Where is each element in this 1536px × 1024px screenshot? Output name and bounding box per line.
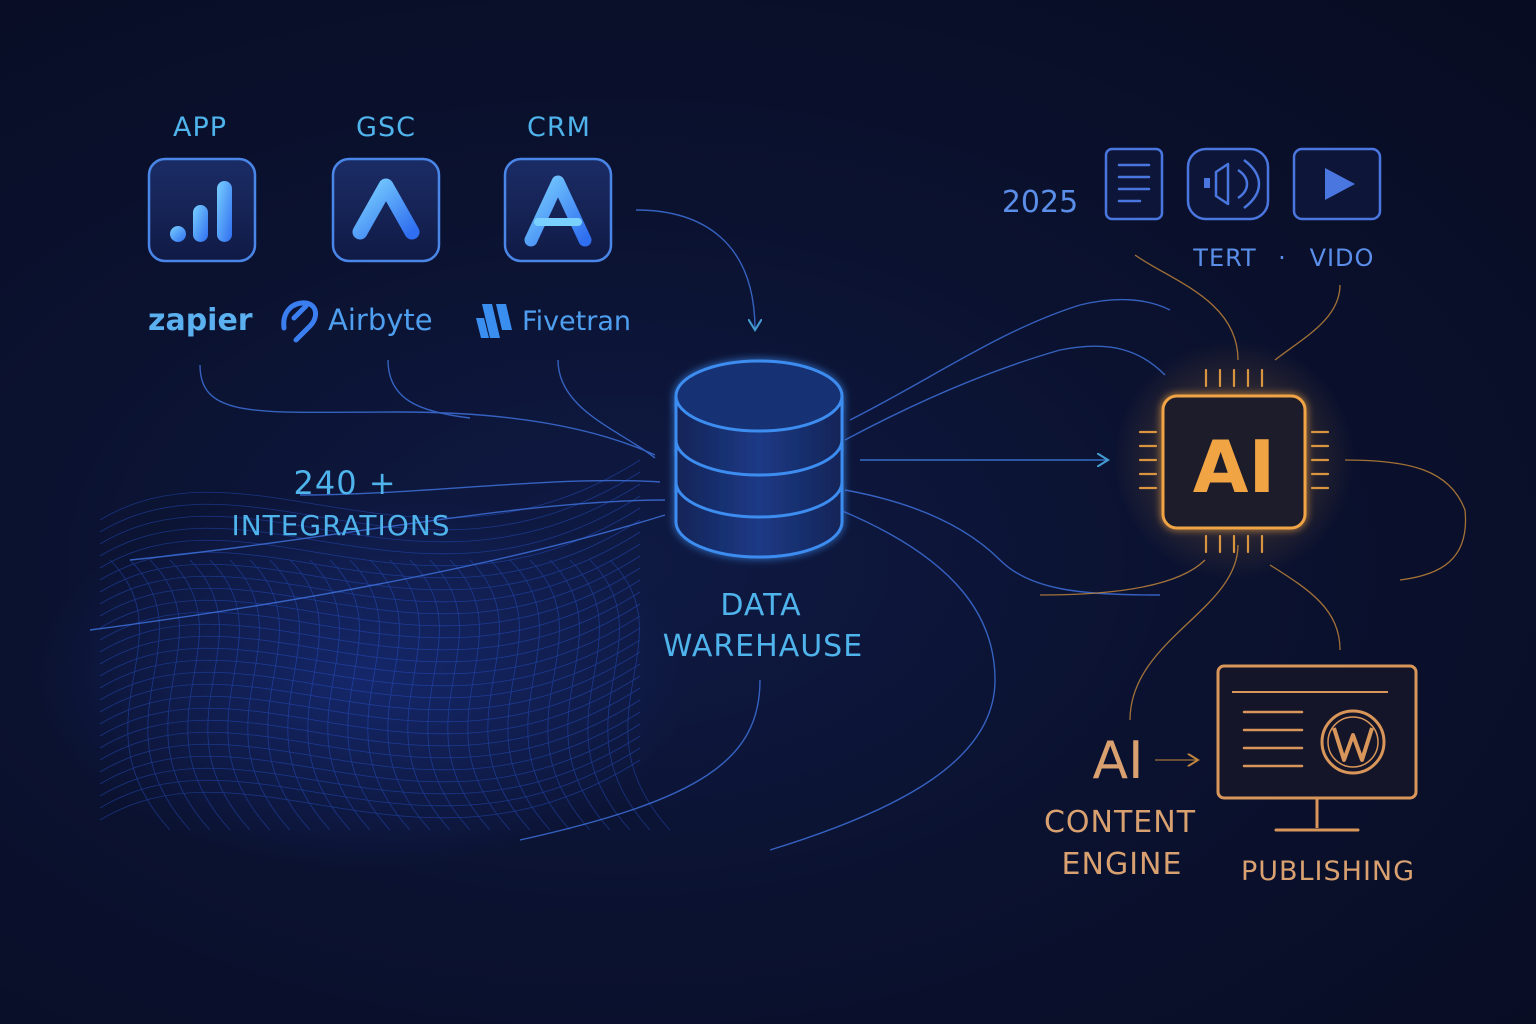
warehouse-label-line2: WAREHAUSE	[663, 629, 863, 664]
fivetran-icon	[476, 304, 512, 338]
line-fivetran-to-warehouse	[557, 359, 656, 459]
source-crm-tile[interactable]	[503, 157, 613, 263]
source-app-tile[interactable]	[147, 157, 257, 263]
line-airbyte-to-warehouse	[387, 359, 471, 419]
format-separator: ·	[1278, 244, 1286, 272]
airbyte-icon	[281, 300, 318, 343]
integrations-count: 240 +	[293, 464, 396, 502]
a-logo-icon	[524, 175, 592, 247]
warehouse-label-line1: DATA	[720, 588, 801, 623]
fivetran-logo: Fivetran	[522, 306, 631, 337]
zapier-logo: zapier	[148, 303, 253, 338]
line-integrations-to-warehouse	[299, 479, 661, 496]
line-zapier-to-warehouse	[199, 364, 656, 456]
document-icon[interactable]	[1104, 147, 1164, 221]
source-gsc-label: GSC	[356, 112, 416, 143]
bar-chart-icon	[170, 181, 232, 242]
audio-icon[interactable]	[1186, 147, 1270, 221]
engine-label-line1: CONTENT	[1044, 805, 1196, 840]
chip-icon[interactable]	[1114, 340, 1354, 580]
text-format-label: TERT	[1192, 244, 1256, 272]
database-icon[interactable]	[674, 359, 844, 559]
source-crm-label: CRM	[527, 112, 591, 143]
wordpress-icon	[1320, 709, 1386, 775]
engine-label-line2: ENGINE	[1062, 847, 1183, 882]
integrations-label: INTEGRATIONS	[231, 509, 450, 542]
ai-chip-label: AI	[1193, 425, 1276, 509]
source-gsc-tile[interactable]	[331, 157, 441, 263]
airbyte-logo: Airbyte	[328, 303, 433, 337]
publishing-monitor[interactable]	[1216, 664, 1418, 832]
engine-ai-label: AI	[1093, 731, 1144, 791]
source-app-label: APP	[173, 112, 227, 143]
video-format-label: VIDO	[1310, 244, 1375, 272]
caret-logo-icon	[352, 178, 420, 240]
year-label: 2025	[1002, 185, 1078, 220]
blue-connector-lines	[89, 209, 1171, 851]
publishing-label: PUBLISHING	[1241, 856, 1415, 887]
play-icon[interactable]	[1292, 147, 1382, 221]
line-crm-to-warehouse	[635, 209, 755, 330]
